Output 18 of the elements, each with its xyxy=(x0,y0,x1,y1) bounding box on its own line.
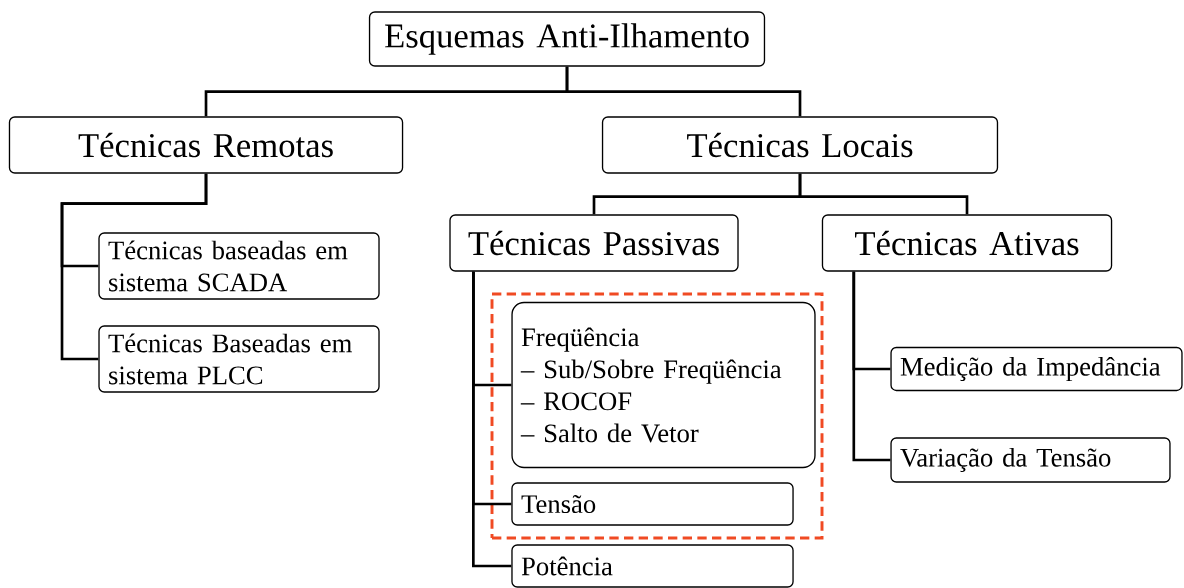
category-box: Técnicas Remotas xyxy=(8,116,404,174)
category-box: Técnicas Ativas xyxy=(821,214,1113,272)
item-box: Potência xyxy=(511,544,794,588)
item-box: Técnicas Baseadas em sistema PLCC xyxy=(98,325,380,393)
item-box: Freqüência – Sub/Sobre Freqüência – ROCOF – Salto de Vetor xyxy=(511,301,816,469)
connector-line xyxy=(472,271,512,568)
category-box: Técnicas Passivas xyxy=(449,214,739,272)
connector-line xyxy=(60,173,208,361)
connector-line xyxy=(798,173,969,215)
item-box: Técnicas baseadas em sistema SCADA xyxy=(98,232,380,300)
category-box: Técnicas Locais xyxy=(601,116,999,174)
item-box: Tensão xyxy=(511,482,794,526)
connector-line xyxy=(852,271,891,462)
connector-line xyxy=(565,66,802,117)
item-box: Variação da Tensão xyxy=(890,437,1171,483)
title-box: Esquemas Anti-Ilhamento xyxy=(368,11,766,67)
dashed-group-box xyxy=(490,292,824,540)
item-box: Medição da Impedância xyxy=(890,346,1183,392)
